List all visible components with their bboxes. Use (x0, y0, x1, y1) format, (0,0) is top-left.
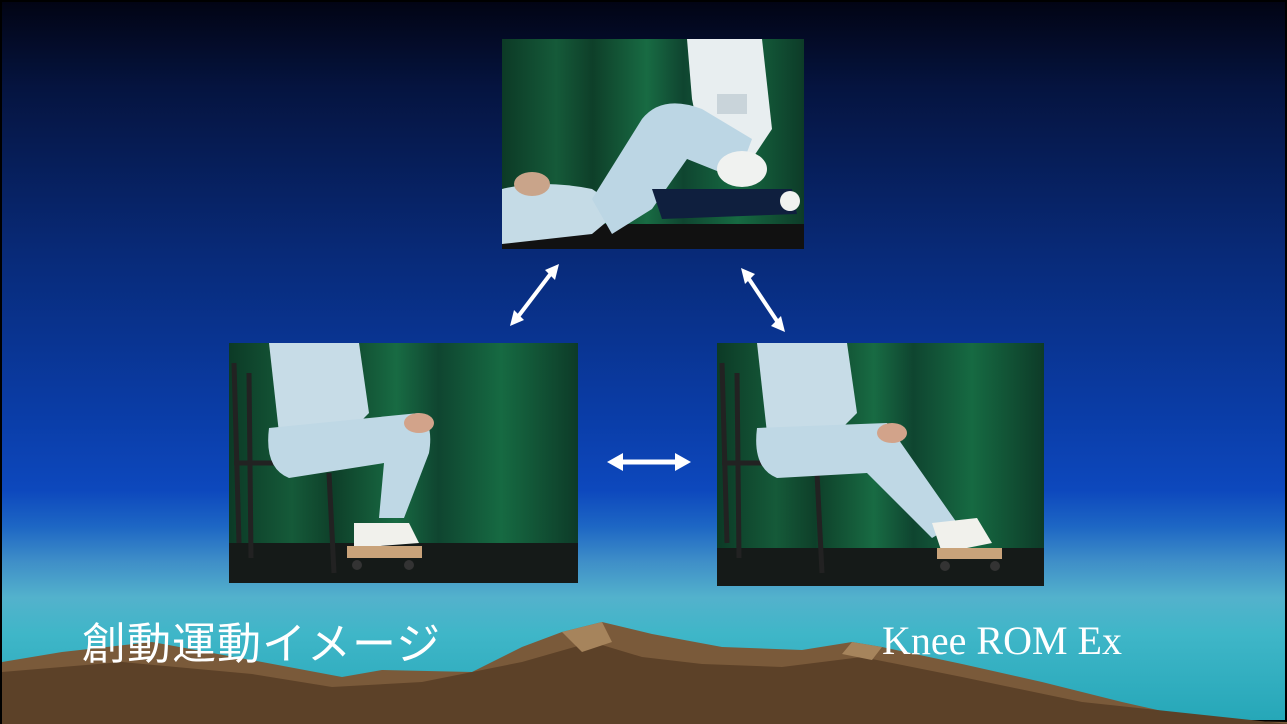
double-arrow-icon (739, 268, 787, 332)
slide-caption-japanese: 創動運動イメージ (82, 608, 441, 672)
seated-knee-flexed-photo (229, 343, 578, 583)
seated-knee-extended-photo (717, 343, 1044, 586)
double-arrow-icon (607, 451, 691, 473)
slide-caption-english: Knee ROM Ex (882, 617, 1122, 664)
double-arrow-icon (507, 264, 562, 326)
passive-knee-flexion-photo (502, 39, 804, 249)
